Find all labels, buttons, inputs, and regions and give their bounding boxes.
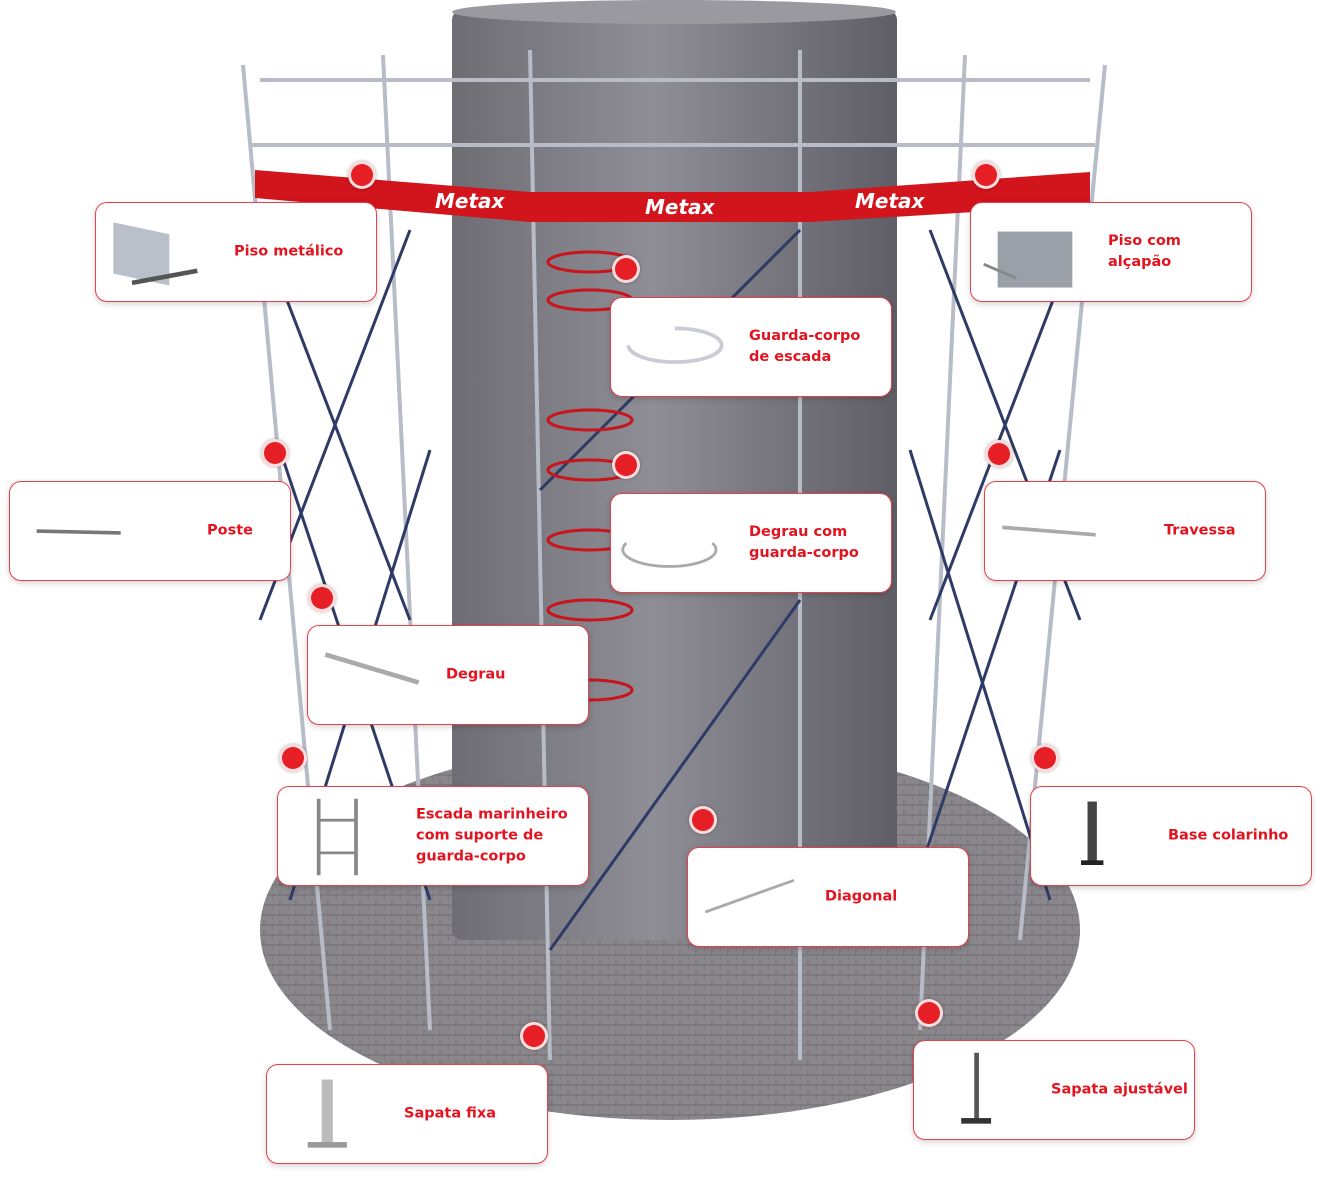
hotspot-sapata-fixa[interactable] (520, 1022, 548, 1050)
component-card-guarda-corpo-de-escada[interactable]: Guarda-corpo de escada (610, 297, 892, 397)
component-label: Piso metálico (234, 243, 344, 260)
piso-metalico-thumbnail (113, 222, 198, 286)
hotspot-sapata-ajustavel[interactable] (915, 999, 943, 1027)
sapata-ajustavel-thumbnail (961, 1052, 992, 1124)
hotspot-escada-marinheiro[interactable] (279, 744, 307, 772)
red-toe-board (255, 170, 1090, 222)
component-label: Sapata ajustável (1051, 1081, 1188, 1098)
component-card-degrau[interactable]: Degrau (307, 625, 589, 725)
hotspot-travessa[interactable] (985, 440, 1013, 468)
hotspot-base-colarinho[interactable] (1031, 744, 1059, 772)
component-label: Piso com alçapão (1108, 233, 1181, 270)
component-label: Degrau (446, 666, 506, 683)
component-card-piso-metalico[interactable]: Piso metálico (95, 202, 377, 302)
metax-logos: Metax Metax Metax (435, 189, 926, 219)
component-card-poste[interactable]: Poste (9, 481, 291, 581)
component-card-sapata-ajustavel[interactable]: Sapata ajustável (913, 1040, 1195, 1140)
base-colarinho-thumbnail (1081, 801, 1104, 865)
component-label: Travessa (1164, 522, 1236, 539)
hotspot-piso-com-alcapao[interactable] (972, 161, 1000, 189)
travessa-thumbnail (1002, 525, 1096, 537)
guarda-corpo-de-escada-thumbnail (626, 326, 724, 364)
degrau-thumbnail (324, 652, 420, 685)
component-card-piso-com-alcapao[interactable]: Piso com alçapão (970, 202, 1252, 302)
hotspot-diagonal[interactable] (689, 806, 717, 834)
component-label: Base colarinho (1168, 827, 1289, 844)
svg-text:Metax: Metax (855, 189, 926, 213)
sapata-fixa-thumbnail (307, 1079, 347, 1148)
piso-com-alcapao-thumbnail (983, 231, 1073, 288)
svg-text:Metax: Metax (435, 189, 506, 213)
hotspot-guarda-corpo-de-escada[interactable] (612, 255, 640, 283)
component-label: Sapata fixa (404, 1105, 497, 1122)
hotspot-piso-metalico[interactable] (348, 161, 376, 189)
component-label: Diagonal (825, 888, 898, 905)
hotspot-degrau-com-guarda-corpo[interactable] (612, 451, 640, 479)
component-card-escada-marinheiro[interactable]: Escada marinheiro com suporte de guarda-… (277, 786, 589, 886)
poste-thumbnail (36, 529, 121, 535)
component-card-diagonal[interactable]: Diagonal (687, 847, 969, 947)
escada-marinheiro-thumbnail (316, 798, 358, 876)
component-card-sapata-fixa[interactable]: Sapata fixa (266, 1064, 548, 1164)
hotspot-degrau[interactable] (308, 584, 336, 612)
component-card-travessa[interactable]: Travessa (984, 481, 1266, 581)
diagonal-thumbnail (704, 878, 795, 914)
component-label: Guarda-corpo de escada (749, 328, 861, 365)
degrau-com-guarda-corpo-thumbnail (621, 541, 718, 568)
svg-text:Metax: Metax (645, 195, 716, 219)
component-label: Degrau com guarda-corpo (749, 524, 859, 561)
component-label: Escada marinheiro com suporte de guarda-… (416, 806, 568, 865)
hotspot-poste[interactable] (261, 439, 289, 467)
component-label: Poste (207, 522, 253, 539)
component-card-degrau-com-guarda-corpo[interactable]: Degrau com guarda-corpo (610, 493, 892, 593)
component-card-base-colarinho[interactable]: Base colarinho (1030, 786, 1312, 886)
